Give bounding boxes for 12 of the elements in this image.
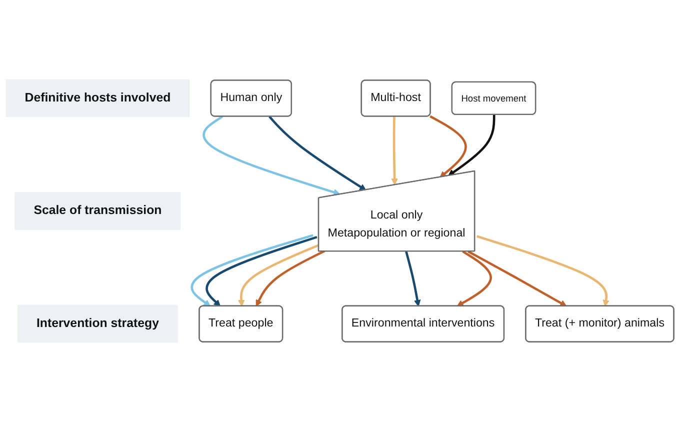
arrow [448,114,496,176]
arrow [268,116,366,191]
arrow [476,235,610,306]
arrow [256,250,326,306]
arrow [202,116,340,196]
arrow [391,116,398,186]
arrow [468,250,567,306]
arrow [430,115,467,178]
arrow [456,250,492,306]
arrow [190,234,314,306]
arrow [206,236,318,306]
arrow [405,251,421,306]
